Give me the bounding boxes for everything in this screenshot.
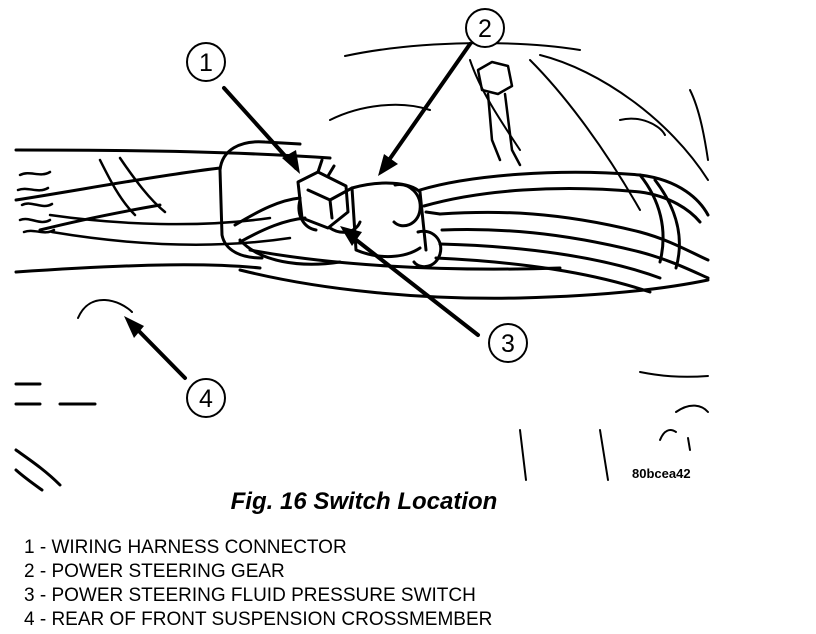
- callout-3-number: 3: [501, 330, 515, 358]
- pressure-switch: [296, 158, 362, 234]
- callout-4-number: 4: [199, 385, 213, 413]
- callout-1: 1: [186, 42, 226, 82]
- arrow-head-4: [124, 316, 144, 338]
- crossmember-lines: [14, 148, 710, 492]
- wiring-harness: [16, 156, 292, 247]
- leader-lines: [128, 42, 480, 380]
- legend-item: 2 - POWER STEERING GEAR: [24, 561, 285, 582]
- leader-line-1: [222, 86, 298, 170]
- arrow-heads: [124, 150, 398, 338]
- parts-legend: 1 - WIRING HARNESS CONNECTOR 2 - POWER S…: [24, 536, 492, 632]
- steering-gear-housing: [218, 140, 443, 269]
- body-panel-lines: [329, 42, 709, 211]
- leader-line-3: [344, 230, 480, 337]
- supply-hose: [233, 196, 307, 244]
- callout-2-number: 2: [478, 15, 492, 43]
- legend-item: 3 - POWER STEERING FLUID PRESSURE SWITCH: [24, 585, 476, 606]
- hydraulic-lines: [418, 170, 710, 294]
- arrow-head-3: [340, 226, 362, 246]
- arrow-head-1: [282, 150, 300, 174]
- figure-caption: Fig. 16 Switch Location: [230, 488, 498, 515]
- callout-3: 3: [488, 323, 528, 363]
- floor-detail-lines: [519, 371, 709, 481]
- legend-item: 4 - REAR OF FRONT SUSPENSION CROSSMEMBER: [24, 609, 493, 630]
- callout-4: 4: [186, 378, 226, 418]
- callout-1-number: 1: [199, 49, 213, 77]
- image-code: 80bcea42: [632, 466, 691, 481]
- arrow-head-2: [378, 154, 398, 176]
- crossmember-edge: [77, 299, 133, 319]
- callout-2: 2: [465, 8, 505, 48]
- legend-item: 1 - WIRING HARNESS CONNECTOR: [24, 537, 347, 558]
- leader-line-2: [380, 42, 472, 172]
- mounting-bracket: [476, 60, 522, 167]
